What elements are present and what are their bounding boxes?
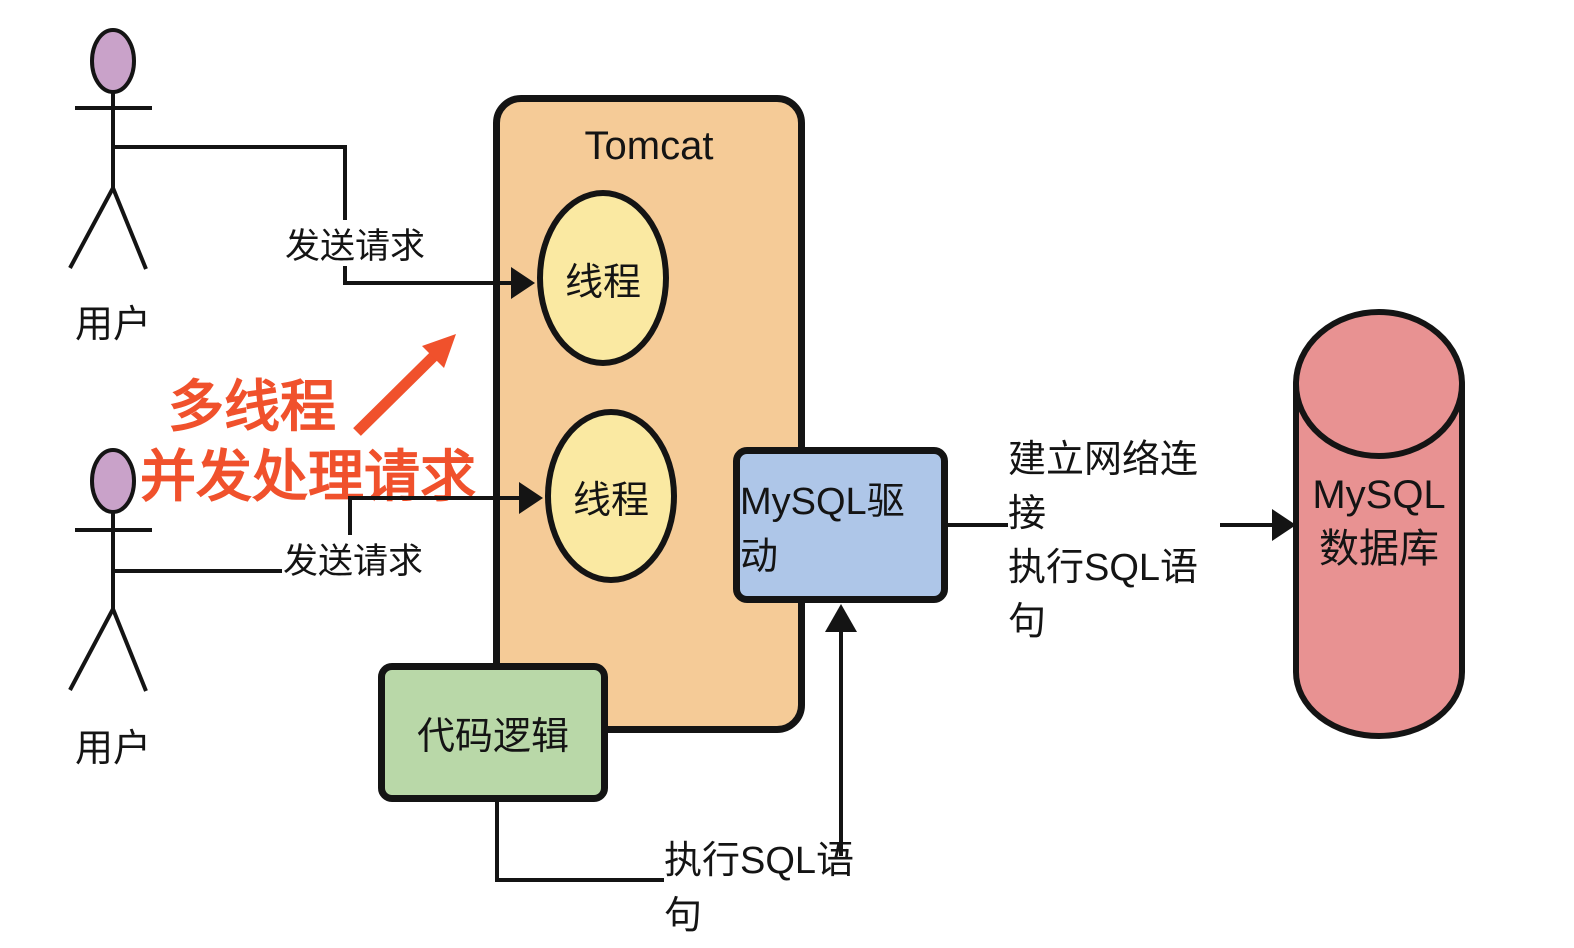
code-logic-node: 代码逻辑	[378, 663, 608, 802]
driver-to-db-label-line1: 建立网络连接	[1008, 439, 1199, 536]
code-logic-label: 代码逻辑	[416, 716, 569, 758]
thread-node-1: 线程	[537, 190, 669, 366]
edge-logic-to-driver-arrowhead	[825, 604, 857, 632]
multithread-note: 多线程 并发处理请求	[140, 372, 476, 512]
actor-1-head	[90, 28, 136, 94]
database-label: MySQL 数据库	[1296, 468, 1462, 576]
tomcat-title: Tomcat	[584, 124, 714, 168]
send-request-label-2: 发送请求	[282, 535, 424, 581]
multithread-note-line2: 并发处理请求	[140, 445, 476, 508]
database-cylinder-top	[1293, 309, 1465, 459]
send-request-label-1: 发送请求	[284, 220, 426, 266]
edge-driver-to-db-arrowhead	[1272, 509, 1296, 541]
actor-1-label: 用户	[74, 303, 151, 346]
actor-2-label: 用户	[74, 727, 151, 770]
actor-2-right-leg	[111, 608, 148, 692]
actor-figure-1	[68, 28, 152, 270]
actor-1-left-leg	[68, 187, 115, 269]
thread-node-1-label: 线程	[564, 261, 641, 304]
actor-2-head	[90, 448, 136, 514]
database-label-line1: MySQL	[1312, 473, 1446, 517]
multithread-arrowhead	[422, 334, 456, 368]
actor-1-right-leg	[111, 187, 148, 270]
mysql-driver-node: MySQL驱动	[733, 447, 948, 603]
tomcat-container: Tomcat	[493, 95, 805, 733]
mysql-driver-label: MySQL驱动	[740, 481, 905, 578]
driver-to-db-label-line2: 执行SQL语句	[1008, 547, 1199, 643]
actor-2-left-leg	[68, 608, 115, 691]
database-label-line2: 数据库	[1319, 527, 1439, 571]
exec-sql-label: 执行SQL语句	[664, 840, 868, 937]
thread-node-2-label: 线程	[572, 479, 649, 522]
driver-to-db-label: 建立网络连接 执行SQL语句	[1008, 439, 1220, 643]
thread-node-2: 线程	[545, 409, 677, 583]
multithread-note-line1: 多线程	[168, 375, 336, 438]
